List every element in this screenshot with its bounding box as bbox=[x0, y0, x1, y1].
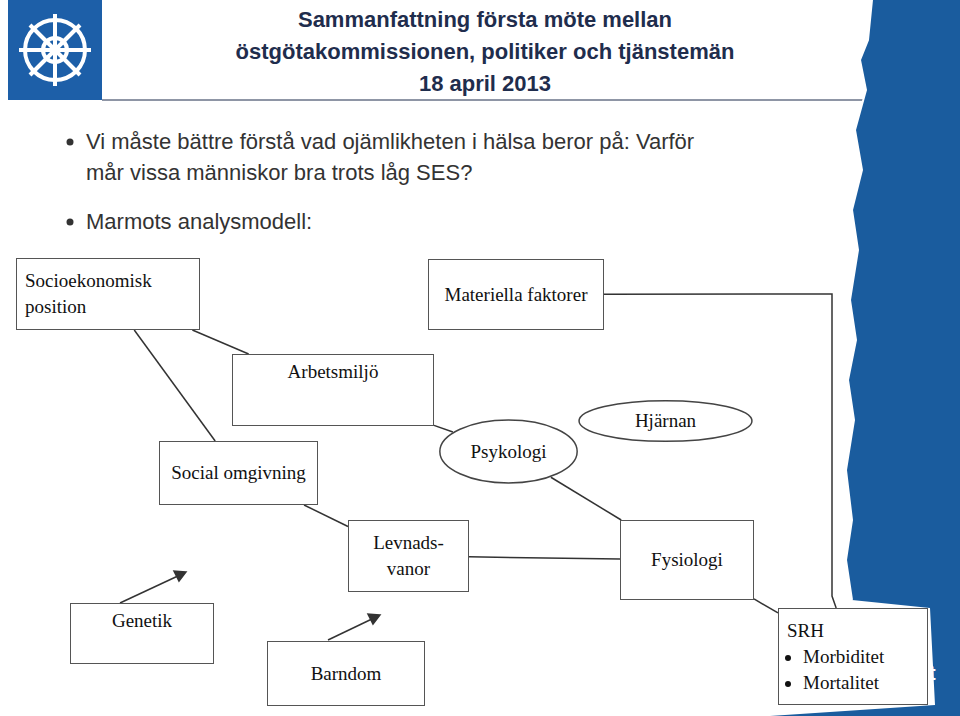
connector bbox=[469, 557, 620, 559]
node-text: Psykologi bbox=[447, 439, 570, 465]
connector bbox=[754, 599, 778, 613]
date-label: 18 april 2013 bbox=[190, 68, 780, 100]
node-text: Levnads- vanor bbox=[357, 530, 460, 582]
node-text: Genetik bbox=[79, 608, 205, 634]
logo-mark bbox=[19, 14, 91, 86]
process-box: Social omgivning bbox=[159, 441, 318, 505]
connector bbox=[192, 330, 248, 354]
ellipse-node: Hjärnan bbox=[578, 400, 753, 442]
title-rule bbox=[102, 100, 960, 101]
process-box: Socioekonomisk position bbox=[16, 258, 200, 330]
node-list: MorbiditetMortalitet bbox=[787, 644, 919, 696]
process-box: Genetik bbox=[70, 603, 214, 664]
process-box: Arbetsmiljö bbox=[232, 354, 434, 426]
connector bbox=[134, 330, 215, 441]
list-item: Morbiditet bbox=[803, 644, 919, 670]
slide-title: Sammanfattning första möte mellan östgöt… bbox=[190, 4, 780, 68]
connector bbox=[434, 425, 453, 432]
ellipse-node: Psykologi bbox=[439, 419, 578, 484]
coast-edge bbox=[846, 0, 872, 600]
node-text: Arbetsmiljö bbox=[241, 359, 425, 385]
bullet-dot bbox=[67, 139, 74, 146]
node-text: Materiella faktorer bbox=[437, 282, 595, 308]
connector bbox=[604, 294, 836, 608]
node-text: Fysiologi bbox=[629, 547, 745, 573]
node-text: Barndom bbox=[276, 661, 416, 687]
node-text: Social omgivning bbox=[168, 460, 309, 486]
connector bbox=[304, 505, 348, 526]
process-box: Levnads- vanor bbox=[348, 520, 469, 592]
bullet-text: Vi måste bättre förstå vad ojämlikheten … bbox=[86, 126, 716, 188]
connector bbox=[551, 477, 621, 520]
node-heading: SRH bbox=[787, 618, 919, 644]
coastline-band bbox=[770, 0, 960, 716]
process-box: Materiella faktorer bbox=[428, 259, 604, 330]
list-item: Mortalitet bbox=[803, 670, 919, 696]
process-box: Fysiologi bbox=[620, 520, 754, 600]
node-text: Hjärnan bbox=[586, 408, 745, 434]
bullet-text: Marmots analysmodell: bbox=[86, 206, 586, 237]
logo bbox=[8, 0, 102, 100]
process-box: Barndom bbox=[267, 641, 425, 706]
process-box: SRHMorbiditetMortalitet bbox=[778, 608, 928, 705]
node-text: Socioekonomisk position bbox=[25, 268, 191, 320]
bullet-dot bbox=[67, 219, 74, 226]
